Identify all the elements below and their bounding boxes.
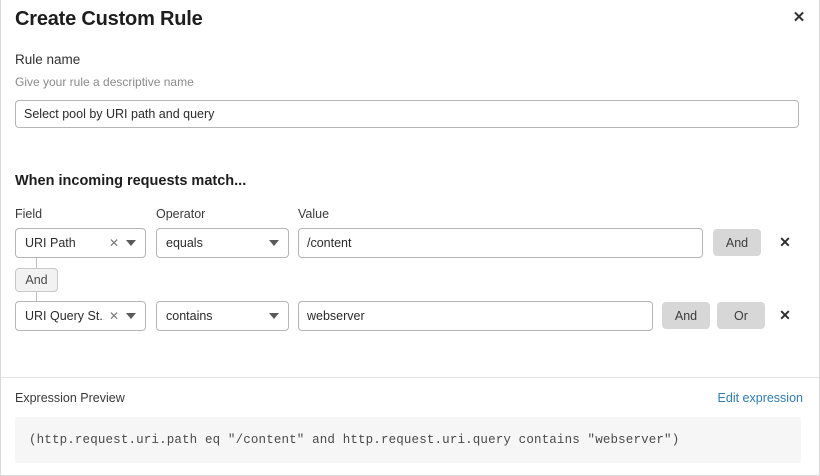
and-button-1[interactable]: And: [662, 302, 710, 329]
condition-row: URI Path ✕ equals And ✕: [1, 228, 819, 258]
page-title: Create Custom Rule: [15, 8, 203, 30]
column-header-operator: Operator: [156, 207, 206, 221]
expression-preview-text: (http.request.uri.path eq "/content" and…: [29, 433, 680, 447]
condition-row: URI Query St... ✕ contains And Or ✕: [1, 301, 819, 331]
close-icon[interactable]: ✕: [788, 6, 810, 28]
or-button-1[interactable]: Or: [717, 302, 765, 329]
clear-icon[interactable]: ✕: [108, 309, 119, 323]
delete-condition-button-0[interactable]: ✕: [774, 230, 796, 254]
operator-select-0[interactable]: equals: [156, 228, 289, 258]
match-section-heading: When incoming requests match...: [15, 173, 247, 189]
field-select-0[interactable]: URI Path ✕: [15, 228, 146, 258]
operator-select-label: contains: [166, 309, 213, 323]
value-input-0[interactable]: [298, 228, 703, 258]
connector-and-badge[interactable]: And: [15, 268, 58, 292]
clear-icon[interactable]: ✕: [108, 236, 119, 250]
rule-name-label: Rule name: [15, 52, 81, 67]
field-select-label: URI Query St...: [25, 309, 104, 323]
column-header-value: Value: [298, 207, 330, 221]
edit-expression-link[interactable]: Edit expression: [717, 391, 803, 405]
chevron-down-icon: [269, 240, 279, 246]
field-select-1[interactable]: URI Query St... ✕: [15, 301, 146, 331]
connector-line-bottom: [36, 292, 37, 302]
operator-select-label: equals: [166, 236, 203, 250]
column-header-field: Field: [15, 207, 43, 221]
condition-connector: And: [15, 258, 135, 302]
delete-condition-button-1[interactable]: ✕: [774, 303, 796, 327]
rule-name-input[interactable]: [15, 100, 799, 128]
expression-preview-box: (http.request.uri.path eq "/content" and…: [15, 417, 801, 463]
chevron-down-icon: [126, 313, 136, 319]
chevron-down-icon: [269, 313, 279, 319]
chevron-down-icon: [126, 240, 136, 246]
value-input-1[interactable]: [298, 301, 653, 331]
field-select-label: URI Path: [25, 236, 76, 250]
operator-select-1[interactable]: contains: [156, 301, 289, 331]
expression-preview-label: Expression Preview: [15, 391, 125, 405]
and-button-0[interactable]: And: [713, 229, 761, 256]
connector-line-top: [36, 258, 37, 268]
section-divider: [1, 377, 819, 378]
rule-name-help-text: Give your rule a descriptive name: [15, 75, 194, 89]
